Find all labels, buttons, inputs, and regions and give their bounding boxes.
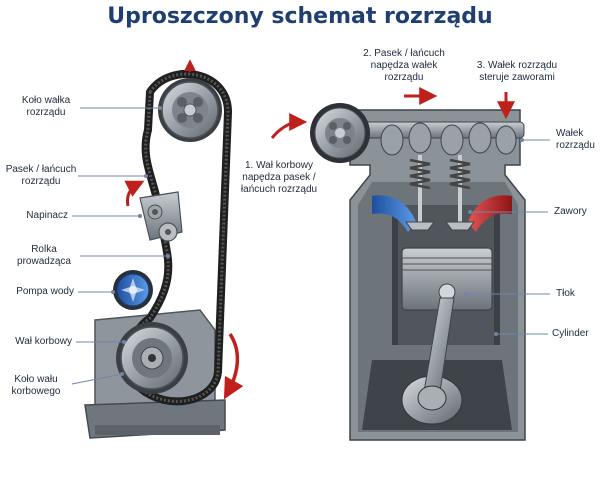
label-water-pump: Pompa wody bbox=[16, 286, 74, 297]
label-crankshaft: Wał korbowy bbox=[15, 336, 72, 347]
cam-wheel bbox=[158, 78, 222, 142]
rotation-arrow-tensioner bbox=[124, 180, 145, 207]
rotation-arrow-crank bbox=[223, 333, 244, 400]
label-piston: Tłok bbox=[556, 288, 575, 299]
intake-port bbox=[372, 195, 416, 232]
arrow-step1 bbox=[270, 113, 308, 139]
leader-lines-left bbox=[71, 107, 168, 385]
water-pump-part bbox=[113, 270, 153, 310]
label-valves: Zawory bbox=[554, 206, 587, 217]
connecting-rod bbox=[417, 297, 455, 411]
leader-lines-right bbox=[466, 139, 550, 335]
cam-wheel-right bbox=[310, 103, 370, 163]
tensioner-part bbox=[139, 191, 183, 242]
camshaft-part bbox=[351, 121, 525, 156]
leader-dots-right bbox=[464, 138, 524, 336]
exhaust-port bbox=[468, 195, 512, 232]
label-cylinder: Cylinder bbox=[552, 328, 589, 339]
leader-dots-left bbox=[111, 106, 170, 376]
label-tensioner: Napinacz bbox=[26, 210, 68, 221]
page-title: Uproszczony schemat rozrządu bbox=[107, 4, 493, 29]
crank-wheel bbox=[116, 322, 188, 394]
valves-part bbox=[405, 155, 475, 231]
